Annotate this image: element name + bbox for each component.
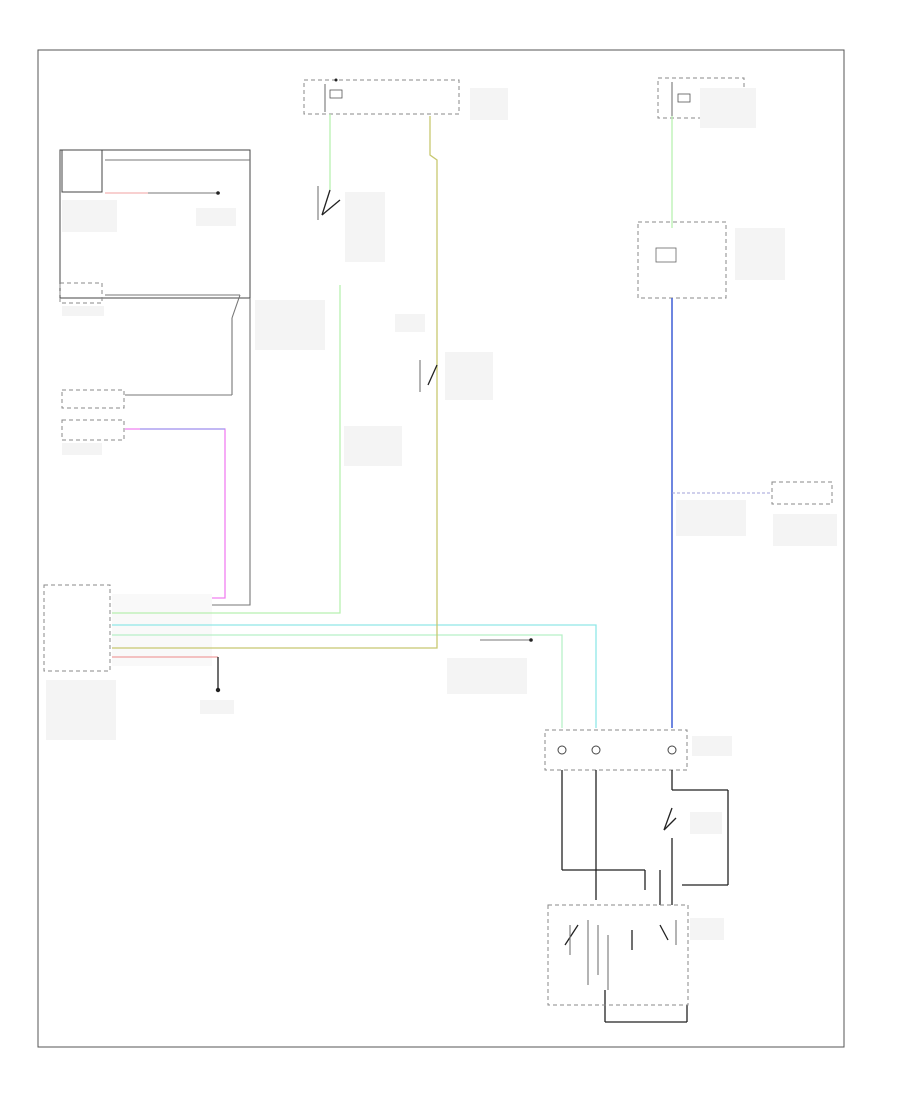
wire-green: [112, 285, 341, 614]
brake-switch-label-block: [690, 812, 722, 834]
hot-at-all-times-fuse: [303, 78, 460, 115]
brake-pedal-position-switch: [317, 186, 385, 262]
powertrain-control-module: [43, 584, 212, 740]
battery-junction-box: [470, 88, 508, 120]
clock-spring: [59, 149, 251, 299]
brake-relay-body: [547, 904, 724, 1006]
wire-ground: [561, 770, 729, 1023]
diagram-frame: [37, 49, 845, 1048]
wire-white: [205, 298, 251, 606]
speed-control-servo: [637, 221, 785, 299]
power-distribution-ground: [200, 657, 234, 714]
generic-electronic-module-right: [672, 481, 837, 546]
wire-light-green: [112, 634, 563, 728]
vehicle-speed-sensor: [447, 638, 533, 694]
generic-electronic-module: [125, 294, 325, 396]
brake-relay: [544, 729, 732, 771]
wire-yellow-green: [112, 116, 438, 649]
brake-switch: [395, 314, 493, 400]
wire-pink: [125, 428, 226, 599]
instrument-cluster: [61, 389, 125, 455]
wire-cyan: [112, 624, 597, 728]
smart-junction-box: [700, 88, 756, 128]
speed-control-cable-assembly: [344, 426, 402, 466]
speed-control-deactivation-switch: [59, 282, 240, 316]
